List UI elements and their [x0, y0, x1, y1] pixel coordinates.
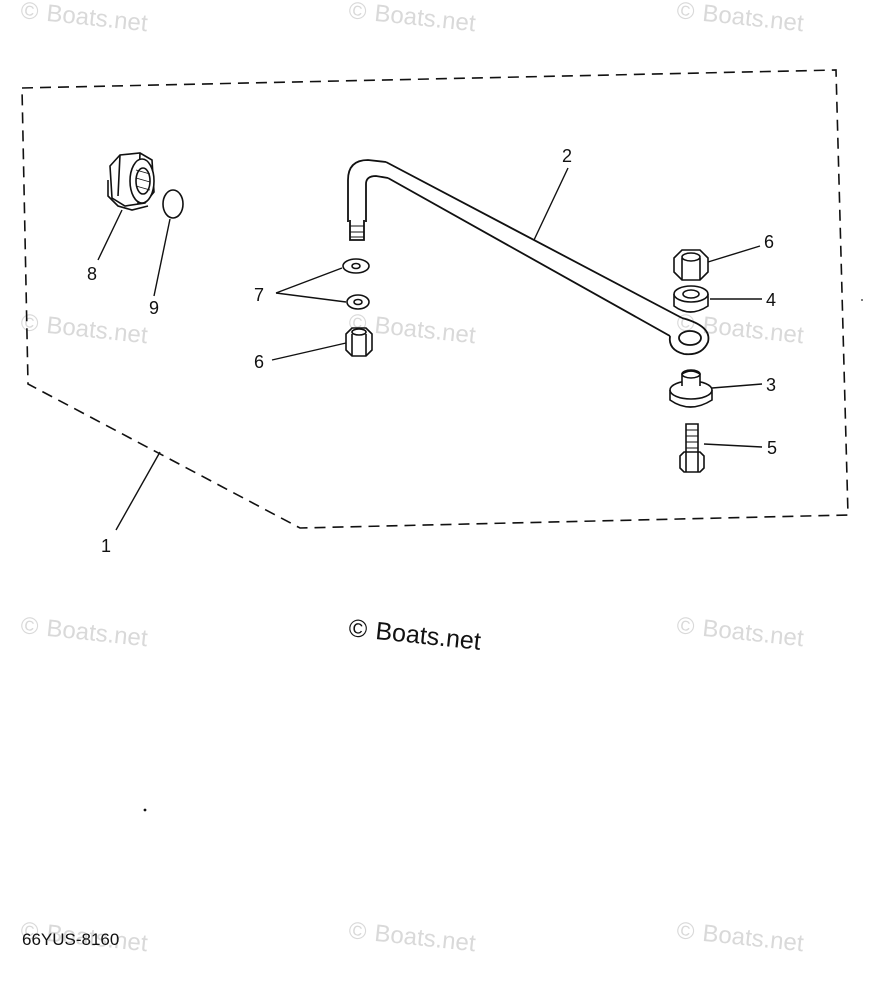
watermark-text: Boats.net [373, 920, 477, 957]
watermark-symbol: © [675, 917, 696, 946]
part-4-bushing [673, 285, 709, 313]
watermark-text: Boats.net [701, 312, 805, 349]
callout-labels: 1 2 3 4 5 6 6 7 8 9 [87, 146, 777, 556]
watermark-symbol: © [347, 917, 368, 946]
watermark-text: Boats.net [373, 0, 477, 37]
callout-8: 8 [87, 264, 97, 284]
leader-lines [97, 167, 763, 531]
watermark-symbol: © [19, 917, 40, 946]
part-8-flange-nut [107, 152, 155, 211]
part-9-o-ring [162, 189, 184, 219]
watermark-text: Boats.net [45, 615, 149, 652]
part-2-steering-rod [347, 159, 710, 356]
watermark-symbol: © [19, 309, 40, 338]
center-watermark-symbol: © [347, 614, 369, 644]
watermark-text: Boats.net [701, 920, 805, 957]
callout-3: 3 [766, 375, 776, 395]
speck [143, 808, 147, 812]
part-6-nut-left [345, 327, 373, 357]
watermark-symbol: © [19, 612, 40, 641]
watermark-symbol: © [347, 0, 368, 26]
callout-2: 2 [562, 146, 572, 166]
callout-6-right: 6 [764, 232, 774, 252]
callout-4: 4 [766, 290, 776, 310]
center-watermark-text: Boats.net [374, 617, 482, 656]
callout-9: 9 [149, 298, 159, 318]
watermark-text: Boats.net [701, 0, 805, 37]
watermark-symbol: © [19, 0, 40, 26]
center-watermark: © Boats.net [347, 614, 482, 656]
part-7-washer-upper [342, 258, 370, 274]
part-3-collar [669, 369, 713, 408]
callout-6-left: 6 [254, 352, 264, 372]
watermark-layer: © Boats.net © Boats.net © Boats.net © Bo… [19, 0, 805, 957]
watermark-text: Boats.net [45, 0, 149, 37]
callout-5: 5 [767, 438, 777, 458]
drawing-code: 66YUS-8160 [22, 930, 119, 949]
watermark-symbol: © [675, 309, 696, 338]
callout-7: 7 [254, 285, 264, 305]
part-7-washer-lower [346, 294, 370, 310]
kit-boundary-outline [21, 69, 849, 529]
watermark-symbol: © [675, 0, 696, 26]
speck [861, 299, 863, 301]
watermark-text: Boats.net [45, 312, 149, 349]
part-5-bolt [679, 423, 705, 473]
watermark-text: Boats.net [701, 615, 805, 652]
watermark-text: Boats.net [373, 312, 477, 349]
watermark-symbol: © [675, 612, 696, 641]
callout-1: 1 [101, 536, 111, 556]
part-6-nut-right [673, 249, 709, 281]
